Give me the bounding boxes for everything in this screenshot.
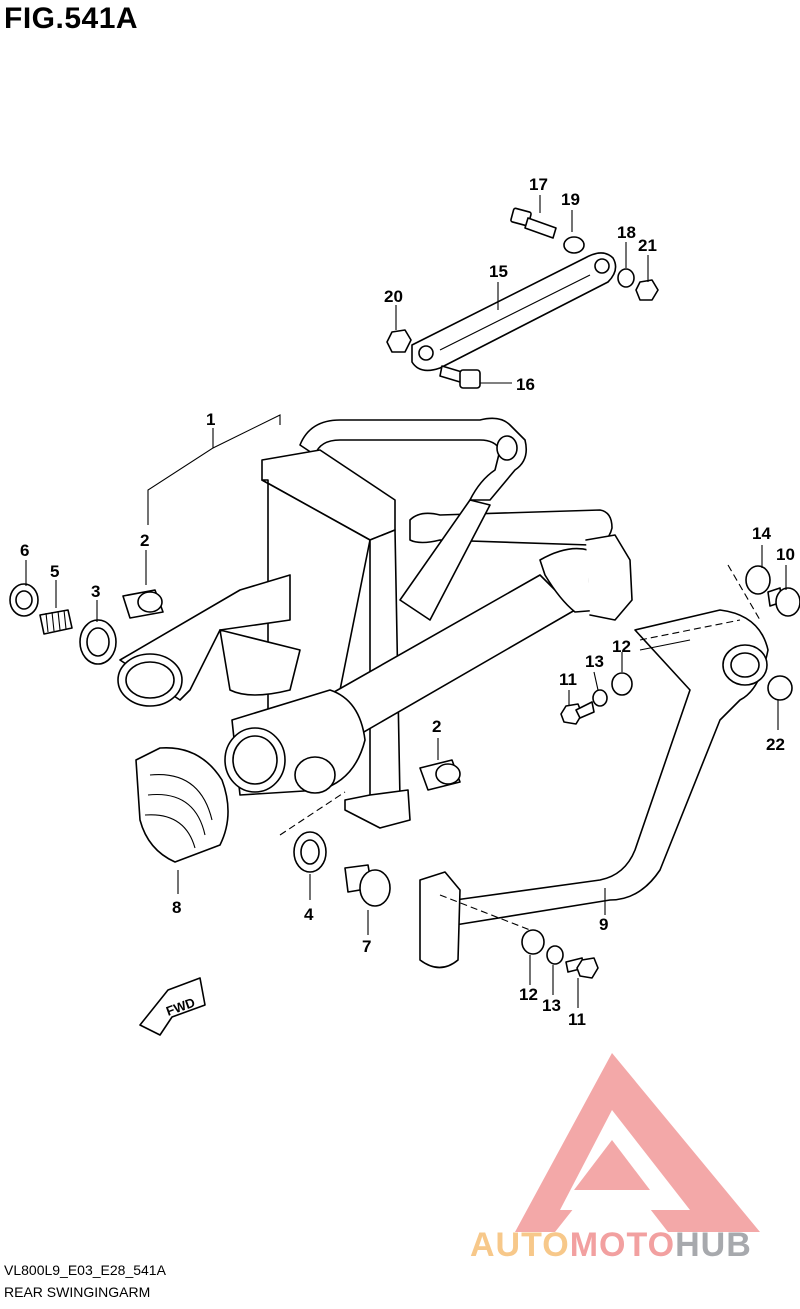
leader-lines — [25, 195, 787, 1008]
callout-18: 18 — [617, 223, 636, 242]
callout-19: 19 — [561, 190, 580, 209]
part-18-washer — [617, 268, 635, 288]
assembly-dashes — [279, 564, 761, 931]
callout-15: 15 — [489, 262, 508, 281]
callout-13-lower: 13 — [542, 996, 561, 1015]
callout-16: 16 — [516, 375, 535, 394]
part-5-adjuster — [39, 609, 73, 635]
part-11-bolt-upper — [560, 701, 595, 725]
callout-10: 10 — [776, 545, 795, 564]
part-10-bolt — [767, 587, 800, 617]
part-17-bolt — [510, 207, 557, 239]
fwd-arrow — [139, 977, 206, 1036]
part-15-link — [411, 252, 617, 372]
part-8-boot — [135, 747, 229, 863]
callout-9: 9 — [599, 915, 608, 934]
part-13-spacer-lower — [546, 945, 564, 965]
part-12-collar-upper — [611, 672, 633, 696]
callout-12-upper: 12 — [612, 637, 631, 656]
brand-moto: MOTO — [569, 1226, 676, 1264]
callout-12-lower: 12 — [519, 985, 538, 1004]
callout-6: 6 — [20, 541, 29, 560]
part-20-nut — [386, 329, 412, 353]
figure-title: FIG.541A — [4, 2, 139, 35]
callout-7: 7 — [362, 937, 371, 956]
brand-auto: AUTO — [470, 1226, 570, 1264]
part-7-plug — [344, 864, 391, 907]
part-13-spacer-upper — [592, 689, 608, 707]
part-21-nut — [635, 279, 659, 301]
part-22-washer — [767, 675, 793, 701]
callout-22: 22 — [766, 735, 785, 754]
callout-11-upper: 11 — [559, 670, 577, 689]
part-11-bolt-lower — [565, 957, 599, 979]
callout-17: 17 — [529, 175, 548, 194]
callout-3: 3 — [91, 582, 100, 601]
part-6-seal — [9, 583, 39, 617]
part-14-collar — [745, 565, 771, 595]
callout-11-lower: 11 — [568, 1010, 586, 1029]
callout-2-right: 2 — [432, 717, 441, 736]
part-19-washer — [563, 236, 585, 254]
part-9-arm — [419, 609, 769, 969]
part-12-collar-lower — [521, 929, 545, 955]
callout-8: 8 — [172, 898, 181, 917]
callout-14: 14 — [752, 524, 771, 543]
part-1-swingarm — [117, 417, 633, 829]
callout-20: 20 — [384, 287, 403, 306]
callout-2-left: 2 — [140, 531, 149, 550]
callout-5: 5 — [50, 562, 59, 581]
callouts: 1 2 2 3 4 5 6 7 8 9 10 11 11 12 12 13 13… — [20, 175, 795, 1029]
part-3-bearing — [79, 619, 117, 665]
watermark-logo — [515, 1053, 760, 1232]
footer-name: REAR SWINGINGARM — [4, 1284, 151, 1300]
part-2-bushing-right — [419, 759, 461, 791]
brand-hub: HUB — [675, 1226, 752, 1264]
part-16-bolt — [439, 365, 481, 389]
part-4-bearing — [293, 831, 327, 873]
part-2-bushing-left — [122, 589, 164, 619]
callout-21: 21 — [638, 236, 657, 255]
callout-4: 4 — [304, 905, 314, 924]
callout-13-upper: 13 — [585, 652, 604, 671]
footer-code: VL800L9_E03_E28_541A — [4, 1262, 166, 1278]
callout-1: 1 — [206, 410, 215, 429]
watermark-brand: AUTOMOTOHUB — [470, 1226, 752, 1265]
